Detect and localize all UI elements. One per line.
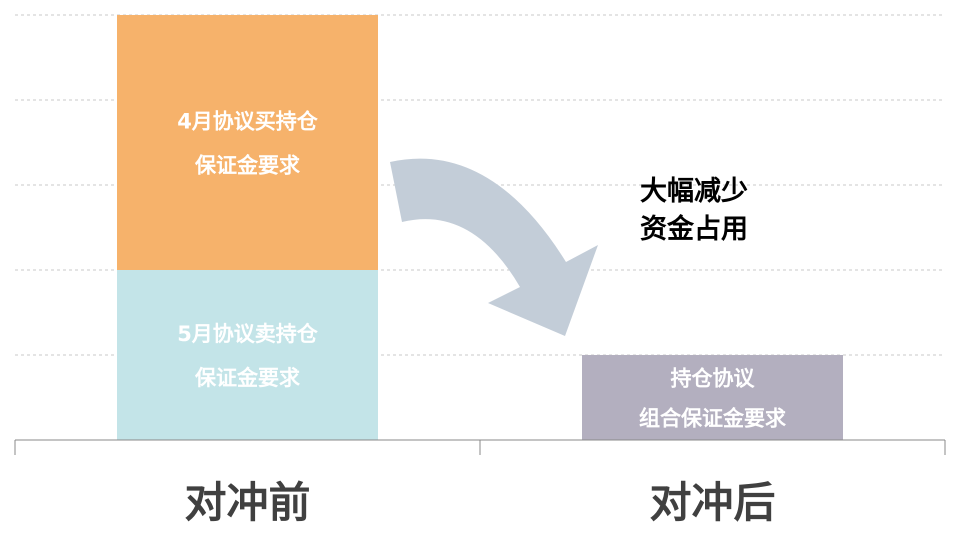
bar-segment: [117, 270, 378, 440]
bar-segment-label: 持仓协议: [671, 367, 756, 391]
bar-segment: [582, 355, 843, 440]
category-label: 对冲前: [184, 478, 310, 527]
bar-segment-label: 4月协议买持仓: [177, 110, 319, 134]
bar-segment-label: 5月协议卖持仓: [177, 322, 319, 346]
annotation-line-2: 资金占用: [640, 213, 748, 245]
bar-segment-label: 保证金要求: [194, 154, 300, 178]
x-axis: 对冲前 对冲后: [14, 439, 946, 527]
bar-segment-label: 组合保证金要求: [639, 407, 786, 431]
category-label: 对冲后: [649, 478, 775, 527]
bar-segment: [117, 15, 378, 270]
annotation-line-1: 大幅减少: [640, 176, 748, 207]
curved-arrow-icon: [390, 158, 598, 336]
bar-segment-label: 保证金要求: [194, 366, 300, 390]
